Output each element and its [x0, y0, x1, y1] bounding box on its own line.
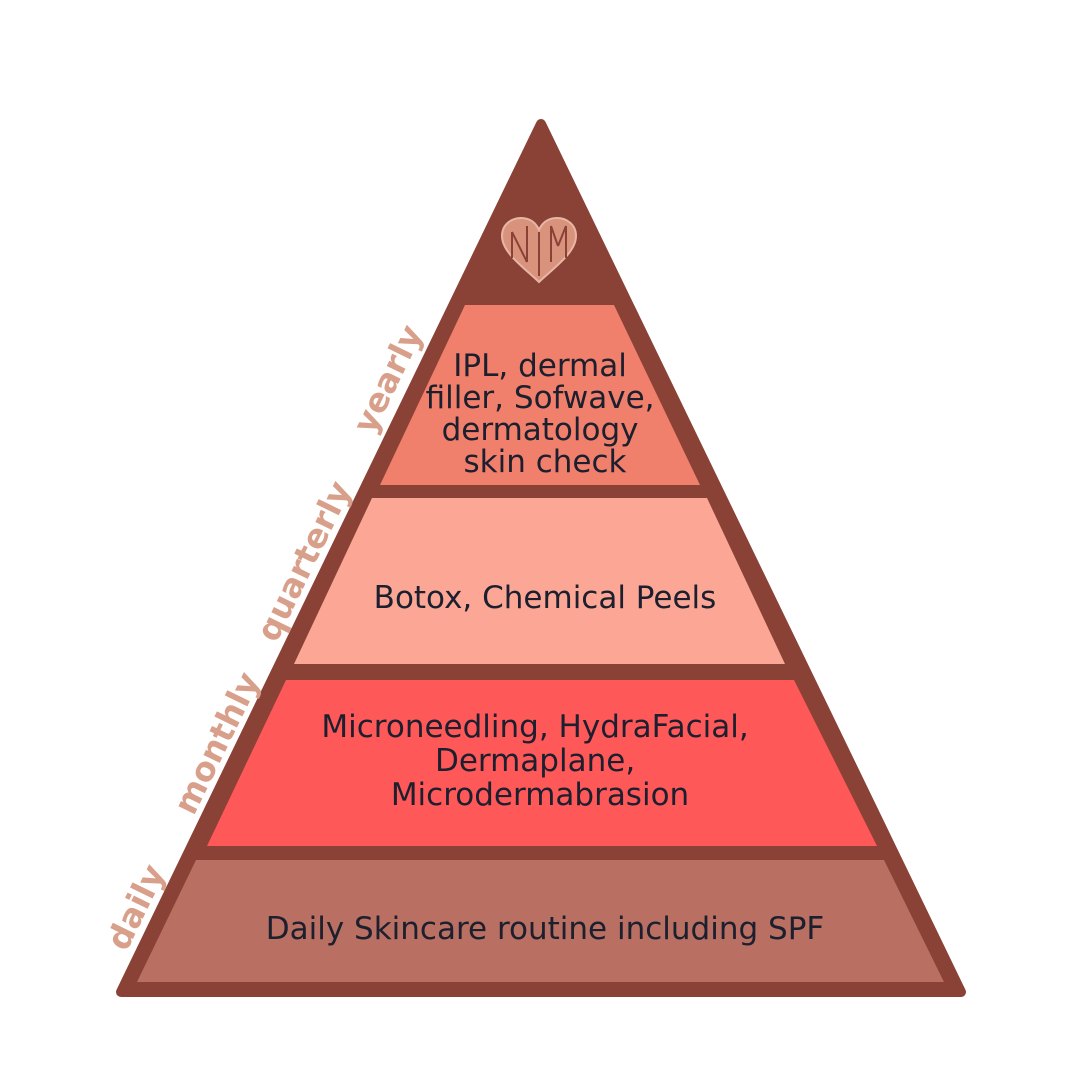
tier-quarterly-line-1: Botox, Chemical Peels: [374, 580, 717, 616]
tier-yearly-band: [380, 305, 700, 485]
logo-stroke-6: [550, 225, 559, 247]
tier-daily-band: [137, 860, 944, 982]
tier-monthly-text: Microneedling, HydraFacial, Dermaplane, …: [321, 709, 758, 813]
tier-yearly-line-2: filler, Sofwave,: [426, 380, 655, 416]
tier-yearly-line-4: skin check: [464, 444, 627, 480]
tier-monthly-band: [207, 680, 877, 846]
tier-quarterly-band: [294, 498, 785, 664]
tier-yearly-line-1: IPL, dermal: [453, 348, 627, 384]
heart-monogram-icon: NM: [500, 216, 578, 284]
tier-daily-line-1: Daily Skincare routine including SPF: [266, 911, 824, 947]
tier-quarterly-text: Botox, Chemical Peels: [374, 580, 717, 616]
tier-monthly-line-3: Microdermabrasion: [391, 777, 689, 813]
tier-daily-text: Daily Skincare routine including SPF: [266, 911, 824, 947]
tier-monthly-line-2: Dermaplane,: [435, 743, 635, 779]
logo-monogram-text: NM: [538, 249, 540, 251]
logo-stroke-2: [511, 231, 528, 263]
tier-yearly-line-3: dermatology: [442, 412, 639, 448]
tier-monthly-line-1: Microneedling, HydraFacial,: [321, 709, 748, 745]
tier-quarterly: Botox, Chemical Peels: [294, 498, 785, 664]
logo-stroke-7: [557, 225, 567, 247]
tier-yearly: IPL, dermal filler, Sofwave, dermatology…: [380, 305, 700, 485]
tier-daily: Daily Skincare routine including SPF: [137, 860, 944, 982]
tier-yearly-text: IPL, dermal filler, Sofwave, dermatology…: [426, 348, 665, 480]
tier-monthly: Microneedling, HydraFacial, Dermaplane, …: [207, 680, 877, 846]
